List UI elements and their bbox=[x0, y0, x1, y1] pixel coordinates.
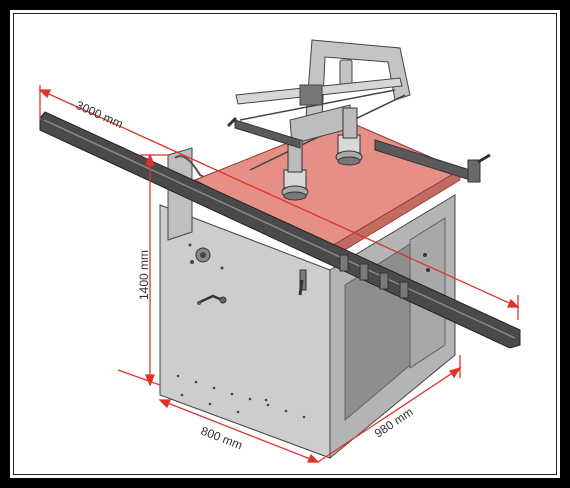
image-inner-border bbox=[13, 13, 557, 475]
upper-gantry bbox=[235, 39, 411, 171]
rail-stops bbox=[298, 254, 409, 299]
right-guide-bar bbox=[374, 139, 491, 183]
dimension-height-label: 1400 mm bbox=[137, 250, 151, 300]
dimension-length-label: 3000 mm bbox=[74, 98, 125, 131]
left-guide-bar bbox=[226, 116, 301, 149]
hand-crank bbox=[199, 294, 223, 304]
dimension-lines bbox=[38, 85, 520, 463]
front-panel-holes bbox=[176, 374, 306, 419]
dimension-width-label: 800 mm bbox=[199, 424, 244, 453]
